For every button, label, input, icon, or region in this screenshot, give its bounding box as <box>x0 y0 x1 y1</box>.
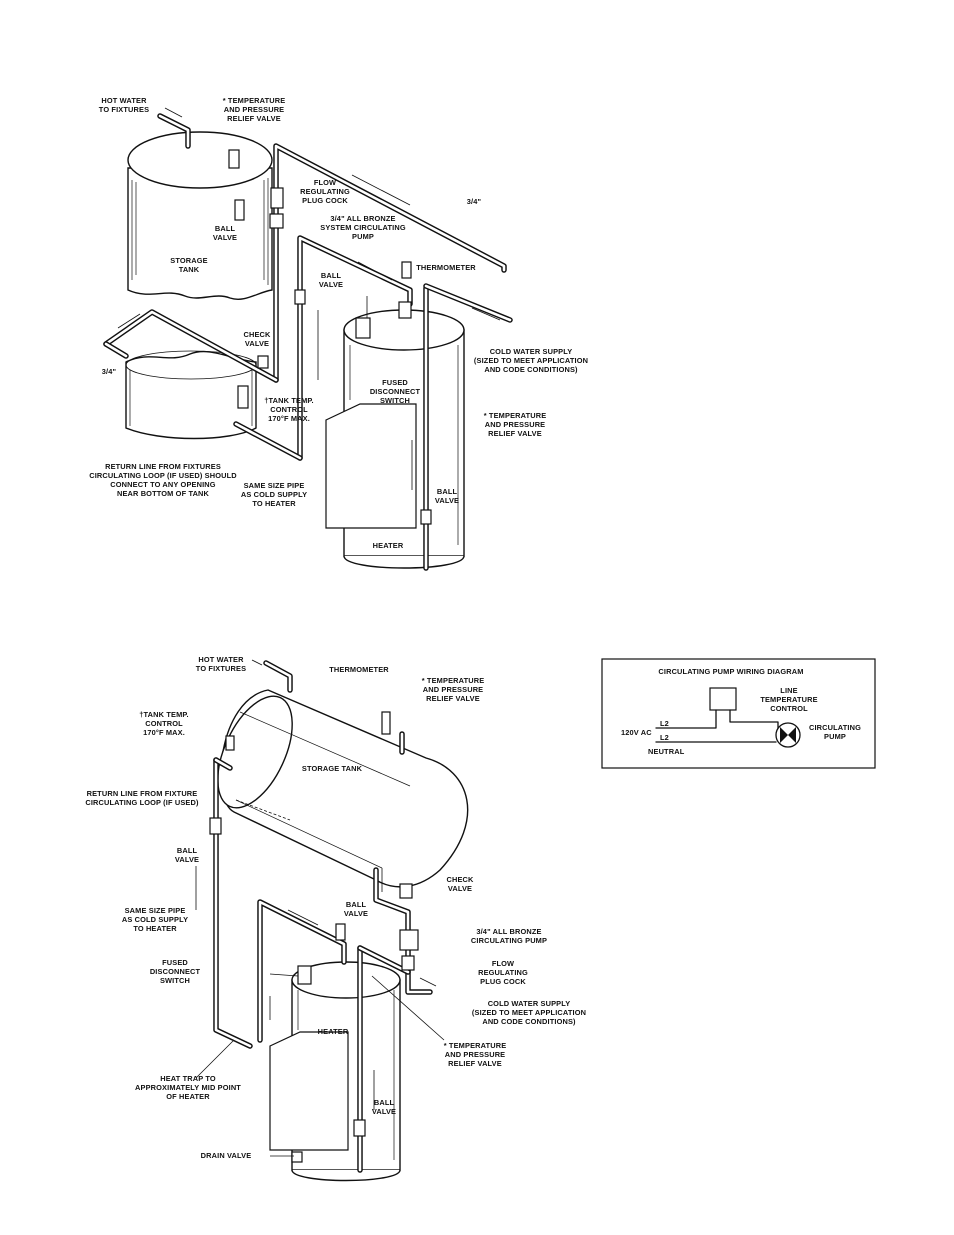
heater-fitting <box>398 301 412 319</box>
tank-temp-box-bottom <box>225 735 235 751</box>
bottom-piping <box>209 660 433 1173</box>
label-heater-b: HEATER <box>318 1027 349 1036</box>
label-cold-supply-b: COLD WATER SUPPLY(SIZED TO MEET APPLICAT… <box>472 999 586 1026</box>
storage-tank-horizontal <box>217 689 469 888</box>
heater-top <box>325 296 465 569</box>
label-pipe-size-left: 3/4" <box>102 367 117 376</box>
label-l2-bottom: L2 <box>660 733 669 742</box>
fused-switch-box-bottom <box>297 965 312 985</box>
label-storage-tank-b: STORAGE TANK <box>302 764 363 773</box>
ball-valve-b-fitting <box>294 289 306 305</box>
pump-fitting-bottom <box>399 929 419 951</box>
label-drain-valve: DRAIN VALVE <box>201 1151 252 1160</box>
thermometer-fitting <box>401 261 412 279</box>
trv-storage-fitting <box>228 149 240 169</box>
thermometer-fitting-bottom <box>381 711 391 735</box>
wiring-title: CIRCULATING PUMP WIRING DIAGRAM <box>658 667 803 676</box>
bottom-arrows <box>195 659 437 1110</box>
fused-switch-box <box>355 317 371 339</box>
ball-valve-c-fitting <box>420 509 432 525</box>
pump-symbol <box>775 722 801 748</box>
top-arrows <box>117 107 501 490</box>
drain-valve-fitting <box>291 1151 303 1163</box>
wire-l2-out <box>729 709 779 729</box>
label-cold-supply: COLD WATER SUPPLY(SIZED TO MEET APPLICAT… <box>474 347 588 374</box>
thermometer-fitting-heater <box>335 923 346 941</box>
wire-l2-in <box>655 709 717 729</box>
tank-temp-control-box <box>237 385 249 409</box>
storage-tank-vertical <box>127 131 273 300</box>
check-valve-fitting <box>257 355 269 369</box>
heater-bottom <box>269 961 401 1182</box>
top-piping <box>103 113 513 571</box>
check-valve-fitting-bottom <box>399 883 413 899</box>
label-120v: 120V AC <box>621 728 652 737</box>
ball-valve-c-fitting-bottom <box>353 1119 366 1137</box>
ball-valve-a-fitting-bottom <box>209 817 222 835</box>
label-neutral: NEUTRAL <box>648 747 685 756</box>
label-l2-top: L2 <box>660 719 669 728</box>
wiring-frame <box>601 658 876 769</box>
pump-fitting <box>269 213 284 229</box>
line-temp-control-box <box>709 687 737 711</box>
label-heater: HEATER <box>373 541 404 550</box>
flow-cock-fitting <box>270 187 284 209</box>
storage-control-box <box>234 199 245 221</box>
label-thermometer: THERMOMETER <box>416 263 476 272</box>
label-thermometer-b: THERMOMETER <box>329 665 389 674</box>
flow-cock-fitting-bottom <box>401 955 415 971</box>
bottom-leaders <box>195 973 445 1157</box>
label-pipe-size-right: 3/4" <box>467 197 482 206</box>
